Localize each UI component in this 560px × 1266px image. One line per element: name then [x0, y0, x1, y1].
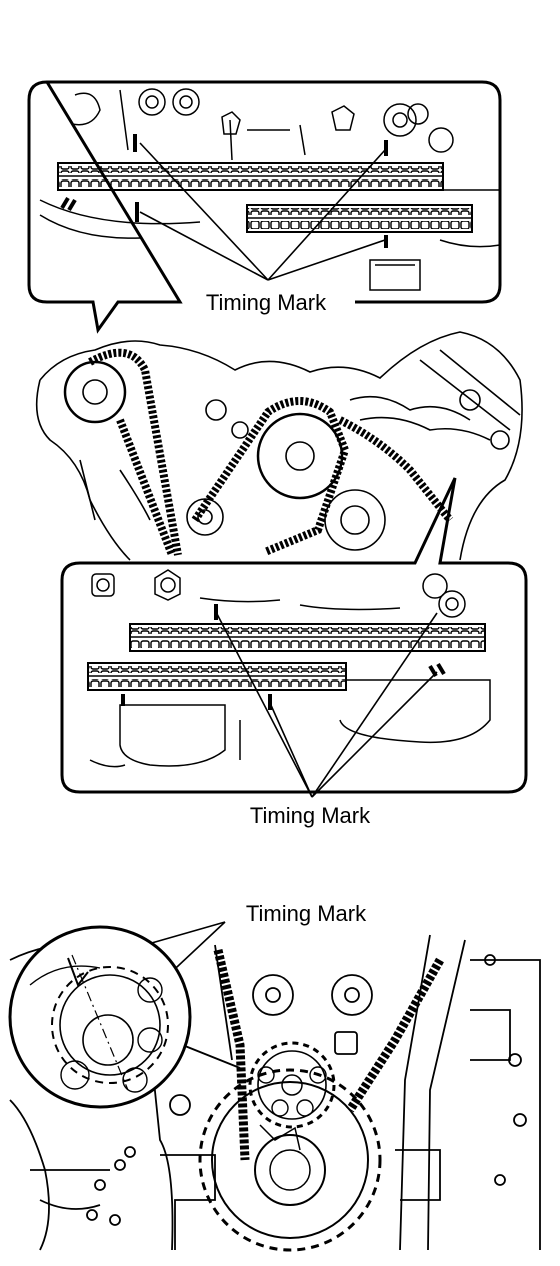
- engine-front-view: [35, 331, 523, 561]
- bottom-detail: Timing Mark: [8, 901, 541, 1252]
- center-sprocket: [256, 412, 344, 500]
- middle-inset-timing-marks: [121, 604, 446, 710]
- idler-sprocket: [248, 1041, 336, 1129]
- bottom-timing-chains: [213, 948, 444, 1161]
- middle-inset-upper-chain: [129, 623, 486, 652]
- bottom-engine-block: [9, 934, 541, 1251]
- engine-timing-chains: [88, 348, 454, 557]
- top-inset-timing-marks: [60, 134, 388, 248]
- left-cam-sprocket: [63, 360, 127, 424]
- middle-inset: Timing Mark: [60, 477, 528, 828]
- top-timing-mark-label: Timing Mark: [206, 290, 327, 315]
- top-inset-upper-chain: [57, 162, 444, 191]
- bottom-timing-mark-label: Timing Mark: [246, 901, 367, 926]
- top-inset-engine-detail: [39, 88, 501, 291]
- middle-inset-engine-detail: [89, 569, 491, 768]
- middle-inset-lower-chain: [87, 662, 347, 691]
- top-inset: Timing Mark: [27, 80, 502, 334]
- top-inset-leader-lines: [139, 142, 386, 281]
- top-inset-lower-chain: [246, 204, 473, 233]
- middle-inset-leader-lines: [215, 611, 438, 798]
- magnified-callout: [8, 925, 241, 1109]
- crank-sprocket: [198, 1068, 382, 1252]
- middle-timing-mark-label: Timing Mark: [250, 803, 371, 828]
